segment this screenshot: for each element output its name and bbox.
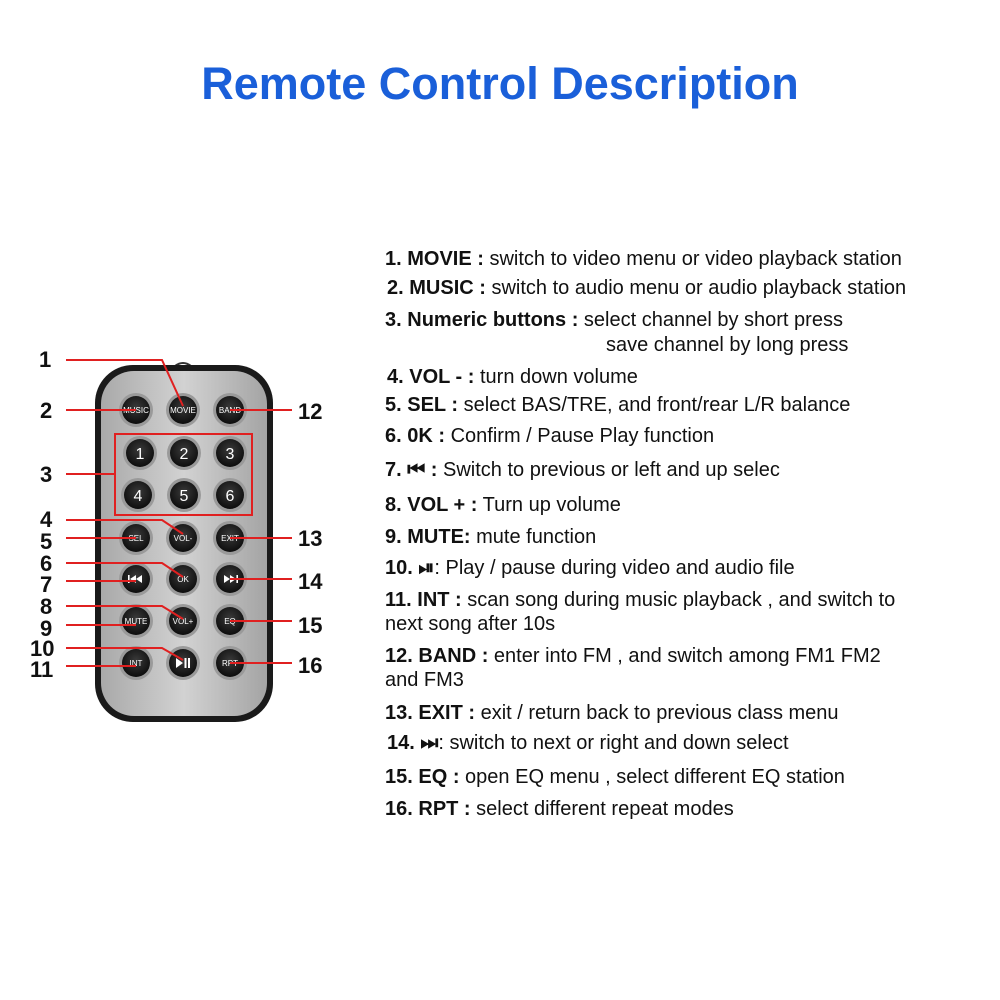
callout-6: 6 xyxy=(40,551,52,576)
int-button[interactable]: INT xyxy=(119,646,153,680)
description-item-13: 13. EXIT : exit / return back to previou… xyxy=(385,702,839,724)
movie-button[interactable]: MOVIE xyxy=(166,393,200,427)
ok-button[interactable]: OK xyxy=(166,562,200,596)
svg-text:INT: INT xyxy=(130,659,143,668)
mute-button[interactable]: MUTE xyxy=(119,604,153,638)
page-title: Remote Control Description xyxy=(201,58,799,109)
callout-9: 9 xyxy=(40,616,52,641)
description-item-11-continued: next song after 10s xyxy=(385,613,556,635)
numeric-button-5[interactable]: 5 xyxy=(167,478,201,512)
callout-16: 16 xyxy=(298,653,322,678)
callout-4: 4 xyxy=(40,507,53,532)
callout-14: 14 xyxy=(298,569,323,594)
callout-11: 11 xyxy=(30,657,53,682)
description-item-4: 4. VOL - : turn down volume xyxy=(387,366,638,388)
svg-text:3: 3 xyxy=(226,446,235,463)
description-item-10: 10. ⏯: Play / pause during video and aud… xyxy=(385,557,795,579)
description-item-2: 2. MUSIC : switch to audio menu or audio… xyxy=(387,277,907,299)
description-item-14: 14. ⏭: switch to next or right and down … xyxy=(387,732,789,754)
numeric-button-6[interactable]: 6 xyxy=(213,478,247,512)
previous-button[interactable] xyxy=(119,562,153,596)
callout-10: 10 xyxy=(30,636,54,661)
description-item-11: 11. INT : scan song during music playbac… xyxy=(385,589,896,611)
callout-1: 1 xyxy=(39,347,51,372)
description-item-15: 15. EQ : open EQ menu , select different… xyxy=(385,766,845,788)
callout-13: 13 xyxy=(298,526,322,551)
numeric-button-3[interactable]: 3 xyxy=(213,436,247,470)
description-item-1: 1. MOVIE : switch to video menu or video… xyxy=(385,248,902,270)
svg-text:1: 1 xyxy=(136,446,145,463)
svg-text:5: 5 xyxy=(180,488,189,505)
svg-text:4: 4 xyxy=(134,488,143,505)
play-pause-icon: ⏯ xyxy=(418,557,435,579)
description-item-8: 8. VOL + : Turn up volume xyxy=(385,494,621,516)
numeric-button-4[interactable]: 4 xyxy=(121,478,155,512)
vol-plus-button[interactable]: VOL+ xyxy=(166,604,200,638)
description-item-3-continued: save channel by long press xyxy=(606,334,849,356)
play-pause-icon xyxy=(176,658,190,668)
svg-text:MUSIC: MUSIC xyxy=(123,406,149,415)
description-item-5: 5. SEL : select BAS/TRE, and front/rear … xyxy=(385,394,851,416)
play-pause-button[interactable] xyxy=(166,646,200,680)
callout-12: 12 xyxy=(298,399,322,424)
callout-7: 7 xyxy=(40,572,52,597)
description-item-12-continued: and FM3 xyxy=(385,669,464,691)
svg-text:OK: OK xyxy=(177,575,189,584)
description-item-12: 12. BAND : enter into FM , and switch am… xyxy=(385,645,881,667)
description-item-6: 6. 0K : Confirm / Pause Play function xyxy=(385,425,715,447)
callout-15: 15 xyxy=(298,613,322,638)
description-item-16: 16. RPT : select different repeat modes xyxy=(385,798,734,820)
description-item-3: 3. Numeric buttons : select channel by s… xyxy=(385,309,843,331)
svg-text:2: 2 xyxy=(180,446,189,463)
callout-2: 2 xyxy=(40,398,52,423)
svg-text:SEL: SEL xyxy=(128,534,144,543)
callout-3: 3 xyxy=(40,462,52,487)
numeric-button-1[interactable]: 1 xyxy=(123,436,157,470)
svg-text:MUTE: MUTE xyxy=(125,617,148,626)
callout-8: 8 xyxy=(40,594,52,619)
svg-text:6: 6 xyxy=(226,488,235,505)
svg-text:VOL-: VOL- xyxy=(174,534,193,543)
numeric-button-2[interactable]: 2 xyxy=(167,436,201,470)
svg-text:MOVIE: MOVIE xyxy=(170,406,196,415)
callout-5: 5 xyxy=(40,529,52,554)
skip-forward-icon: ⏭ xyxy=(420,732,439,754)
description-item-7: 7. ⏮ : Switch to previous or left and up… xyxy=(385,459,780,481)
description-item-9: 9. MUTE: mute function xyxy=(385,526,597,548)
svg-text:VOL+: VOL+ xyxy=(173,617,194,626)
skip-back-icon: ⏮ : xyxy=(407,459,438,481)
callout-lines xyxy=(66,359,292,667)
